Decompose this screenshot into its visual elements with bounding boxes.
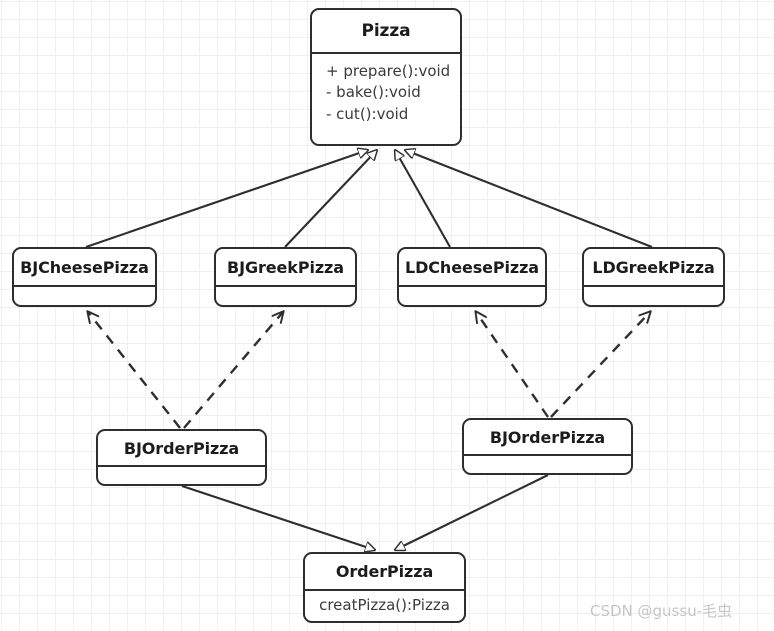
- class-box-ldgreekpizza[interactable]: LDGreekPizza: [582, 247, 725, 307]
- class-box-bjcheesepizza[interactable]: BJCheesePizza: [12, 247, 157, 307]
- class-title-bjgreekpizza: BJGreekPizza: [227, 257, 344, 277]
- class-member: - cut():void: [326, 104, 409, 123]
- class-separator: [399, 285, 545, 287]
- class-title-bjorderpizza-left: BJOrderPizza: [123, 438, 240, 458]
- class-members-orderpizza: creatPizza():Pizza: [305, 591, 464, 621]
- edge-dep-bjorder-right-to-ldcheese: [474, 310, 549, 418]
- class-separator: [216, 285, 355, 287]
- edge-ldgreek-to-pizza: [405, 150, 653, 248]
- class-title-bjorderpizza-right: BJOrderPizza: [489, 427, 606, 447]
- class-members-ldgreekpizza: [584, 287, 723, 305]
- edge-dep-bjorder-left-to-bjcheese: [86, 310, 181, 429]
- class-box-bjorderpizza-left[interactable]: BJOrderPizza: [96, 429, 267, 486]
- edge-ldcheese-to-pizza: [395, 150, 451, 248]
- class-member: + prepare():void: [326, 62, 451, 80]
- edge-dep-bjorder-right-to-ldgreek: [550, 310, 652, 418]
- edge-dep-bjorder-left-to-bjgreek: [183, 310, 285, 429]
- edge-bjcheese-to-pizza: [85, 150, 368, 248]
- edge-bjorder-right-to-orderpizza: [395, 474, 549, 550]
- class-members-bjcheesepizza: [14, 287, 155, 305]
- class-title-bjcheesepizza: BJCheesePizza: [20, 257, 149, 277]
- class-members-bjorderpizza-left: [98, 467, 265, 484]
- class-member: - bake():void: [326, 83, 421, 102]
- class-box-ldcheesepizza[interactable]: LDCheesePizza: [397, 247, 547, 307]
- class-separator: [305, 589, 464, 591]
- class-box-orderpizza[interactable]: OrderPizza creatPizza():Pizza: [303, 552, 466, 623]
- class-member: creatPizza():Pizza: [319, 596, 450, 615]
- class-members-ldcheesepizza: [399, 287, 545, 305]
- class-separator: [312, 52, 460, 54]
- edge-bjorder-left-to-orderpizza: [181, 485, 375, 550]
- edge-bjgreek-to-pizza: [284, 150, 377, 248]
- class-members-pizza: + prepare():void - bake():void - cut():v…: [312, 54, 460, 144]
- class-title-pizza: Pizza: [361, 21, 411, 41]
- class-box-pizza[interactable]: Pizza + prepare():void - bake():void - c…: [310, 8, 462, 146]
- class-separator: [584, 285, 723, 287]
- class-title-orderpizza: OrderPizza: [335, 562, 434, 581]
- class-separator: [464, 454, 631, 456]
- class-separator: [98, 465, 265, 467]
- class-title-ldgreekpizza: LDGreekPizza: [592, 257, 715, 277]
- class-members-bjorderpizza-right: [464, 456, 631, 473]
- class-separator: [14, 285, 155, 287]
- class-members-bjgreekpizza: [216, 287, 355, 305]
- watermark-text: CSDN @gussu-毛虫: [590, 602, 733, 620]
- class-box-bjorderpizza-right[interactable]: BJOrderPizza: [462, 418, 633, 475]
- class-title-ldcheesepizza: LDCheesePizza: [404, 257, 540, 277]
- class-box-bjgreekpizza[interactable]: BJGreekPizza: [214, 247, 357, 307]
